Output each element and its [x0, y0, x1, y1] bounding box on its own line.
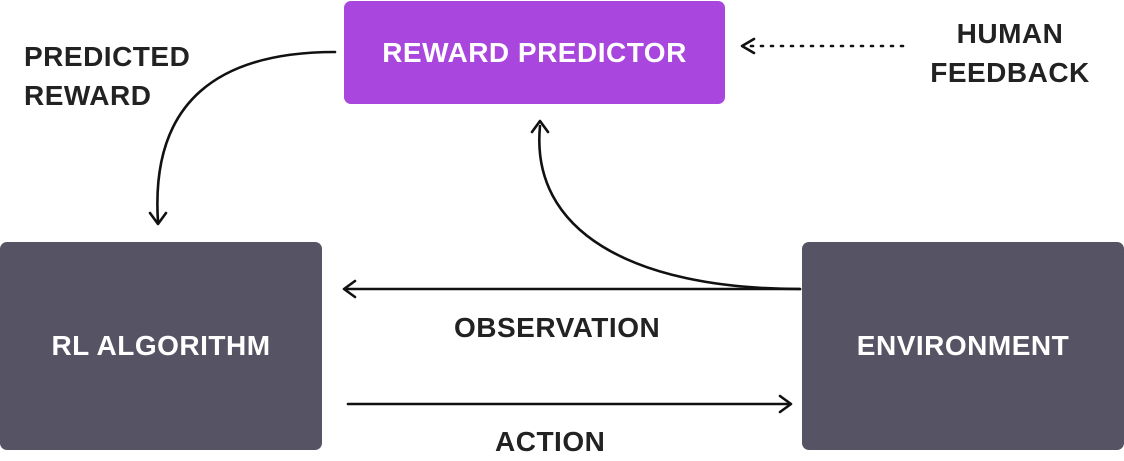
rl-algorithm-label: RL ALGORITHM [51, 330, 271, 361]
human-feedback-line-1: HUMAN [956, 18, 1064, 49]
predicted-reward-label: PREDICTED REWARD [24, 37, 190, 115]
rl-algorithm-node: RL ALGORITHM [0, 242, 322, 450]
environment-label: ENVIRONMENT [856, 330, 1070, 361]
observation-label: OBSERVATION [454, 312, 661, 343]
reward-predictor-label: REWARD PREDICTOR [382, 36, 687, 68]
action-arrowhead [778, 394, 793, 414]
human-feedback-arrowhead [740, 37, 756, 55]
environment-to-reward-arrow [538, 124, 802, 291]
human-feedback-label: HUMAN FEEDBACK [918, 14, 1102, 92]
action-label: ACTION [495, 426, 606, 457]
predicted-reward-line-2: REWARD [24, 80, 152, 111]
predicted-reward-line-1: PREDICTED [24, 41, 191, 72]
reward-predictor-node: REWARD PREDICTOR [344, 1, 725, 104]
predicted-reward-arrow [156, 50, 337, 224]
observation-arrowhead [342, 279, 357, 299]
predicted-reward-arrowhead [148, 211, 168, 226]
environment-node: ENVIRONMENT [802, 242, 1124, 450]
environment-to-reward-arrowhead [530, 119, 550, 134]
human-feedback-line-2: FEEDBACK [930, 57, 1090, 88]
